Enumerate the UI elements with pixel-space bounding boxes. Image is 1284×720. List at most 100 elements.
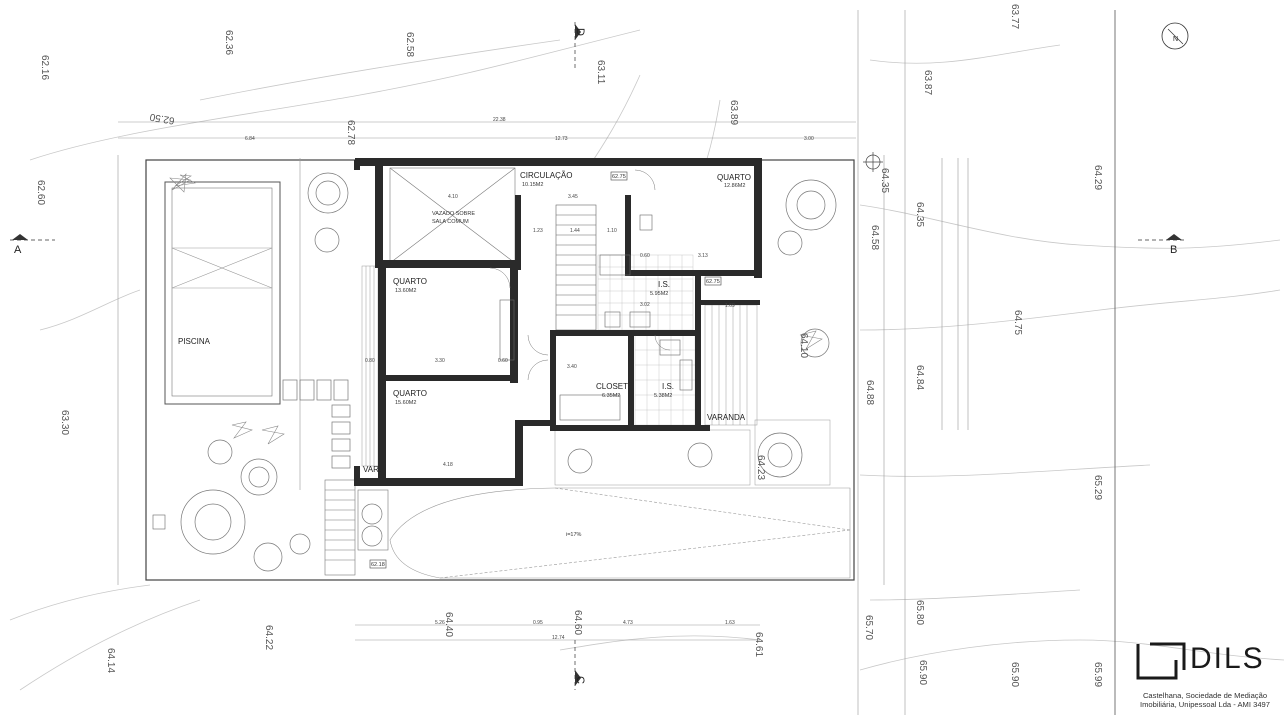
room-name-circulacao: CIRCULAÇÃO [520, 171, 572, 180]
level-label: 64.10 [798, 333, 809, 358]
section-marker-a: A [10, 234, 55, 256]
dim-label: 0.60 [498, 358, 508, 364]
level-label: 65.90 [917, 660, 928, 685]
level-label: 63.77 [1009, 4, 1020, 29]
fixtures [152, 214, 693, 530]
level-label: 64.75 [1012, 310, 1023, 335]
room-name-closet: CLOSET [596, 382, 628, 391]
room-area-circulacao: 10.15M2 [522, 182, 543, 188]
room-name-quarto-w1: QUARTO [393, 277, 427, 286]
dils-logo-icon [1136, 642, 1186, 680]
level-label: 64.84 [914, 365, 925, 390]
dim-label: 1.44 [570, 228, 580, 234]
level-box-2: 62.75 [706, 279, 720, 285]
room-name-quarto-ne: QUARTO [717, 173, 751, 182]
level-label: 64.22 [263, 625, 274, 650]
level-label: 65.70 [863, 615, 874, 640]
pool [164, 181, 281, 405]
brand-line-2: Imobiliária, Unipessoal Lda - AMI 3497 [1139, 700, 1270, 709]
level-label: 64.14 [105, 648, 116, 673]
level-label: 63.11 [595, 60, 606, 85]
level-label: 62.78 [345, 120, 356, 145]
level-boxes: 62.75 62.75 62.18 [369, 171, 722, 569]
pool-label: PISCINA [178, 337, 211, 346]
walls [354, 158, 762, 486]
section-marker-c: C [574, 640, 586, 690]
room-area-quarto-w2: 15.60M2 [395, 400, 416, 406]
dim-label: 3.40 [567, 364, 577, 370]
dim-label: 1.23 [533, 228, 543, 234]
level-label: 65.99 [1092, 662, 1103, 687]
level-label: 62.16 [39, 55, 50, 80]
level-label: 64.58 [869, 225, 880, 250]
dim-label: 6.84 [245, 136, 255, 142]
room-area-is1: 5.95M2 [650, 291, 668, 297]
slope-label: i=17% [566, 532, 582, 538]
dimension-lines [117, 121, 969, 641]
dim-label: 12.73 [555, 136, 568, 142]
section-marker-b: B [1138, 234, 1185, 256]
level-label: 64.29 [1092, 165, 1103, 190]
room-name-is1: I.S. [658, 280, 670, 289]
contour-lines [9, 29, 1284, 691]
dim-label: 0.80 [365, 358, 375, 364]
interior-stair [555, 204, 597, 331]
room-area-is2: 5.38M2 [654, 393, 672, 399]
room-labels: CIRCULAÇÃO 10.15M2 VAZADO SOBRE SALA COM… [178, 171, 751, 538]
level-label: 65.29 [1092, 475, 1103, 500]
section-d-label: D [574, 28, 586, 36]
brand-subtitle: Castelhana, Sociedade de Mediação Imobil… [1130, 691, 1280, 709]
dim-label: 0.95 [533, 620, 543, 626]
section-b-label: B [1170, 244, 1177, 256]
door-swings [489, 169, 671, 381]
dimension-labels: 6.84 22.38 12.73 3.00 4.10 3.45 1.23 1.4… [245, 117, 814, 641]
level-label: 64.60 [572, 610, 583, 635]
dim-label: 3.45 [568, 194, 578, 200]
dim-label: 1.69 [725, 303, 735, 309]
level-label: 64.35 [914, 202, 925, 227]
room-area-quarto-ne: 12.86M2 [724, 183, 745, 189]
shrubs [169, 173, 823, 445]
level-label: 62.60 [35, 180, 46, 205]
terrain-levels: 62.16 62.36 62.58 63.11 63.77 63.87 63.8… [35, 4, 1103, 687]
vazado-label-1: VAZADO SOBRE [432, 211, 475, 217]
room-name-quarto-w2: QUARTO [393, 389, 427, 398]
dim-label: 3.02 [640, 302, 650, 308]
level-label: 62.58 [404, 32, 415, 57]
entry-stairs [324, 479, 389, 576]
dim-label: 1.10 [607, 228, 617, 234]
room-name-varanda: VARANDA [707, 413, 746, 422]
dim-label: 3.13 [698, 253, 708, 259]
stepping-stones [282, 379, 351, 469]
north-label: N [1173, 36, 1178, 43]
brand-line-1: Castelhana, Sociedade de Mediação [1142, 691, 1268, 700]
level-label: 64.23 [755, 455, 766, 480]
brand-name: DILS [1190, 642, 1265, 675]
dim-label: 4.18 [443, 462, 453, 468]
level-label: 63.30 [59, 410, 70, 435]
level-label: 64.35 [879, 168, 890, 193]
section-c-label: C [574, 676, 586, 684]
dim-label: 0.60 [640, 253, 650, 259]
level-box-3: 62.18 [371, 562, 385, 568]
room-area-quarto-w1: 13.60M2 [395, 288, 416, 294]
reference-point-icon [863, 152, 883, 172]
section-marker-d: D [574, 22, 586, 68]
level-label: 64.61 [753, 632, 764, 657]
level-label: 63.89 [728, 100, 739, 125]
level-box-1: 62.75 [612, 174, 626, 180]
level-label: 62.50 [149, 111, 176, 126]
driveway [389, 487, 851, 579]
level-label: 63.87 [922, 70, 933, 95]
room-area-closet: 6.35M2 [602, 393, 620, 399]
room-name-is2: I.S. [662, 382, 674, 391]
dim-label: 22.38 [493, 117, 506, 123]
dim-label: 1.63 [725, 620, 735, 626]
vazado-label-2: SALA COMUM [432, 219, 469, 225]
level-label: 64.88 [864, 380, 875, 405]
dim-label: 4.10 [448, 194, 458, 200]
dim-label: 5.26 [435, 620, 445, 626]
dim-label: 3.00 [804, 136, 814, 142]
level-label: 64.40 [443, 612, 454, 637]
